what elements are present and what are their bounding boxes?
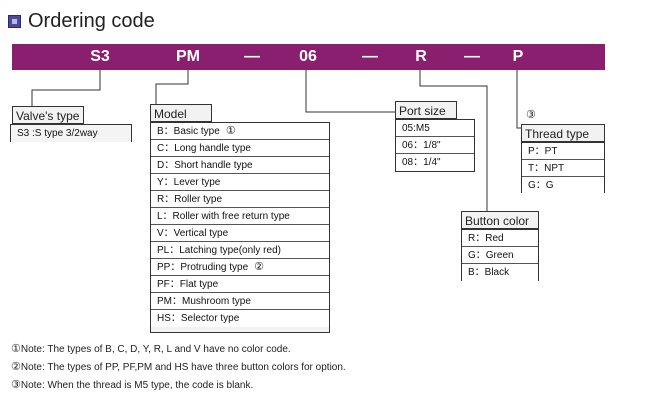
thread-type-header: Thread type: [521, 124, 605, 142]
model-row-label: B：Basic type: [157, 126, 220, 137]
port-size-row: 06：1/8": [396, 137, 474, 154]
note-1: ①Note: The types of B, C, D, Y, R, L and…: [11, 342, 291, 357]
ordering-code-bar: [12, 44, 605, 70]
thread-type-row: G：G: [522, 177, 604, 194]
code-segment-valve: S3: [90, 48, 110, 65]
note-3: ③Note: When the thread is M5 type, the c…: [11, 378, 253, 393]
model-row-pf: PF：Flat type: [151, 276, 329, 293]
code-segment-color: R: [415, 48, 427, 65]
connector-color: [419, 70, 488, 212]
note-text: Note: The types of B, C, D, Y, R, L and …: [20, 344, 291, 355]
model-row-c: C：Long handle type: [151, 140, 329, 157]
code-dash: —: [244, 48, 260, 65]
code-segment-model: PM: [176, 48, 200, 65]
model-row-hs: HS：Selector type: [151, 310, 329, 327]
port-size-row: 08：1/4": [396, 154, 474, 171]
note-mark-2: ②: [254, 261, 265, 273]
model-header: Model: [150, 104, 212, 122]
code-segment-thread: P: [512, 48, 524, 65]
thread-type-row: T：NPT: [522, 160, 604, 177]
model-row-l: L：Roller with free return type: [151, 208, 329, 225]
button-color-row: G：Green: [462, 247, 538, 264]
thread-type-row: P：PT: [522, 143, 604, 160]
button-color-header: Button color: [461, 211, 539, 229]
model-row-pl: PL：Latching type(only red): [151, 242, 329, 259]
model-row-pm: PM：Mushroom type: [151, 293, 329, 310]
note-text: Note: The types of PP, PF,PM and HS have…: [20, 362, 346, 373]
thread-type-table: P：PT T：NPT G：G: [521, 142, 605, 194]
square-bullet-icon: [8, 14, 21, 28]
valve-type-row: S3 :S type 3/2way: [11, 125, 131, 142]
connector-model: [155, 70, 189, 104]
note-mark: ③: [11, 379, 21, 391]
model-row-v: V：Vertical type: [151, 225, 329, 242]
port-size-header: Port size: [395, 101, 457, 119]
port-size-table: 05:M5 06：1/8" 08：1/4": [395, 119, 475, 172]
button-color-row: B：Black: [462, 264, 538, 281]
connector-port: [305, 70, 396, 113]
note-mark: ②: [11, 361, 21, 373]
code-segment-port: 06: [299, 48, 317, 65]
code-dash: —: [464, 48, 480, 65]
connector-valve: [31, 70, 101, 108]
model-row-y: Y：Lever type: [151, 174, 329, 191]
model-row-r: R：Roller type: [151, 191, 329, 208]
port-size-row: 05:M5: [396, 120, 474, 137]
model-row-label: PP：Protruding type: [157, 262, 249, 273]
button-color-table: R：Red G：Green B：Black: [461, 229, 539, 281]
connector-thread: [516, 70, 521, 129]
note-2: ②Note: The types of PP, PF,PM and HS hav…: [11, 360, 346, 375]
code-dash: —: [362, 48, 378, 65]
valve-type-table: S3 :S type 3/2way: [10, 124, 132, 142]
note-mark-3: ③: [526, 109, 536, 121]
valve-type-header: Valve's type: [12, 106, 84, 124]
model-table: B：Basic type ① C：Long handle type D：Short…: [150, 122, 330, 333]
model-row-pp: PP：Protruding type ②: [151, 259, 329, 276]
page-title: Ordering code: [28, 9, 155, 32]
model-row-d: D：Short handle type: [151, 157, 329, 174]
note-text: Note: When the thread is M5 type, the co…: [20, 380, 254, 391]
note-mark-1: ①: [225, 125, 236, 137]
button-color-row: R：Red: [462, 230, 538, 247]
note-mark: ①: [11, 343, 21, 355]
title-block: Ordering code: [8, 8, 155, 34]
model-row-b: B：Basic type ①: [151, 123, 329, 140]
